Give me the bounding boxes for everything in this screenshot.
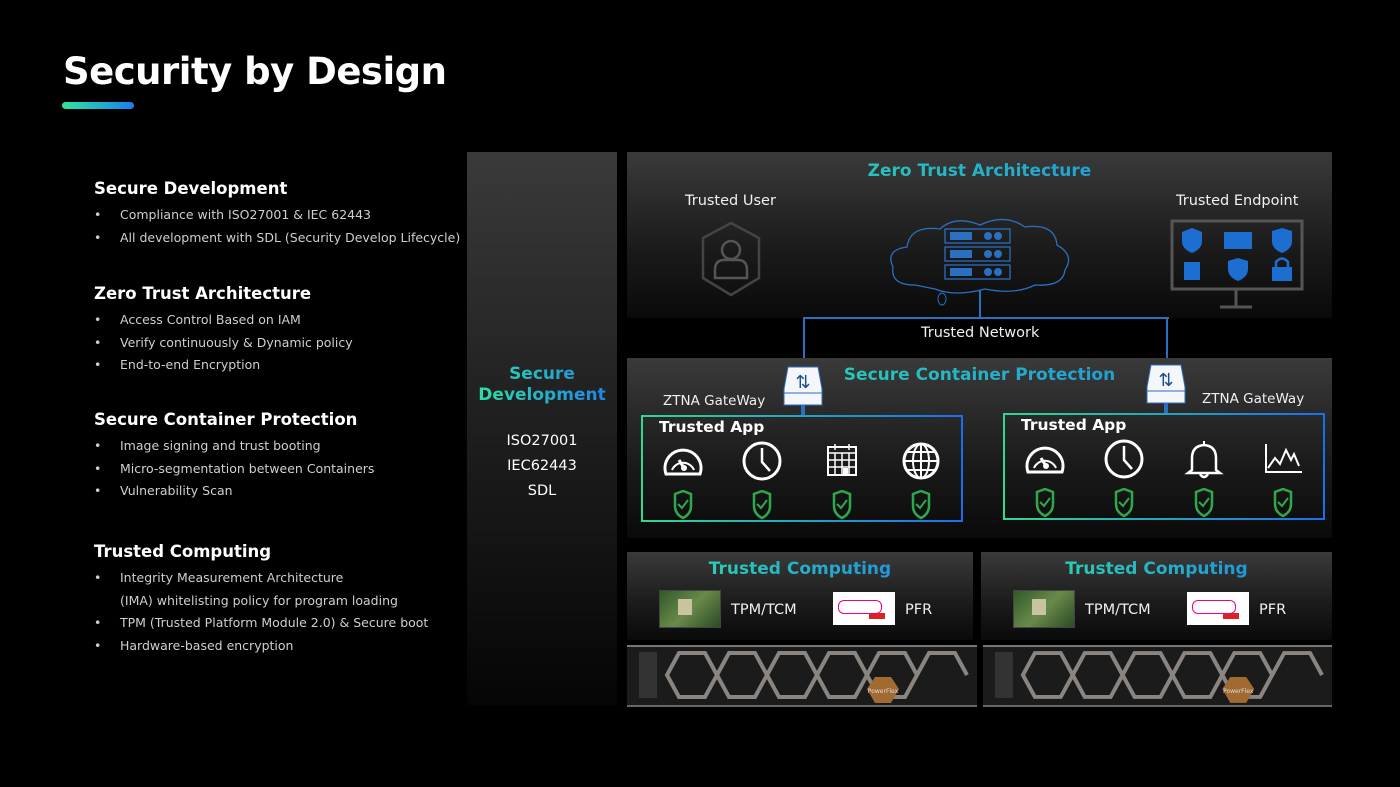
tpm-label: TPM/TCM <box>731 602 797 618</box>
trusted-app-box-left: Trusted App <box>641 415 963 522</box>
dev-item: SDL <box>527 483 557 499</box>
bell-icon <box>1184 441 1224 479</box>
pfr-label: PFR <box>1259 602 1287 618</box>
server-logo: PowerFlex <box>868 688 899 695</box>
gauge-icon <box>1025 446 1065 474</box>
trusted-app-box-right: Trusted App <box>1003 413 1325 520</box>
tc-title: Trusted Computing <box>981 559 1332 579</box>
calendar-icon <box>826 444 857 476</box>
pfr-label: PFR <box>905 602 933 618</box>
app-item <box>1103 438 1145 518</box>
gateway-icon: ⇅ <box>783 366 823 415</box>
section-trusted-computing: Trusted Computing Integrity Measurement … <box>94 542 428 657</box>
section-heading: Secure Development <box>94 179 288 198</box>
secure-development-column: Secure Development ISO27001 IEC62443 SDL <box>467 152 617 705</box>
section-heading: Trusted Computing <box>94 542 272 561</box>
bullet: End-to-end Encryption <box>94 354 353 377</box>
dev-item: IEC62443 <box>507 458 577 474</box>
dev-title-2: Development <box>478 385 606 405</box>
bullet: Hardware-based encryption <box>94 635 428 658</box>
gauge-icon <box>663 448 703 476</box>
ztna-gateway-label: ZTNA GateWay <box>1202 391 1305 407</box>
bullet: Compliance with ISO27001 & IEC 62443 <box>94 204 460 227</box>
trusted-computing-panel: Trusted Computing TPM/TCM PFR <box>627 552 973 640</box>
title-underline <box>62 102 134 109</box>
svg-text:⇅: ⇅ <box>795 372 810 393</box>
tpm-label: TPM/TCM <box>1085 602 1151 618</box>
server-logo: PowerFlex <box>1223 688 1254 695</box>
section-heading: Secure Container Protection <box>94 410 358 429</box>
network-line <box>803 317 1169 319</box>
network-line <box>803 317 805 367</box>
bullet: Vulnerability Scan <box>94 480 374 503</box>
dev-title-1: Secure <box>509 364 575 384</box>
shield-check-icon <box>1194 488 1213 518</box>
app-item <box>662 440 704 520</box>
app-item <box>1262 438 1304 518</box>
bullet: TPM (Trusted Platform Module 2.0) & Secu… <box>94 612 428 635</box>
app-item <box>1024 438 1066 518</box>
shield-check-icon <box>1035 488 1054 518</box>
bullet: Access Control Based on IAM <box>94 309 353 332</box>
shield-check-icon <box>912 490 931 520</box>
trusted-user-label: Trusted User <box>685 193 776 209</box>
app-item <box>821 440 863 520</box>
bullet-continuation: (IMA) whitelisting policy for program lo… <box>120 592 398 608</box>
section-container-protection: Secure Container Protection Image signin… <box>94 410 374 503</box>
zta-title: Zero Trust Architecture <box>627 161 1332 181</box>
trusted-network-label: Trusted Network <box>921 325 1040 341</box>
svg-text:⇅: ⇅ <box>1158 370 1173 391</box>
trusted-app-title: Trusted App <box>1021 416 1127 434</box>
pfr-diagram-image <box>1187 592 1249 625</box>
endpoint-monitor-icon <box>1170 219 1304 309</box>
globe-icon <box>902 442 940 480</box>
clock-icon <box>742 441 782 481</box>
bullet: Micro-segmentation between Containers <box>94 458 374 481</box>
app-item <box>1183 438 1225 518</box>
scp-title: Secure Container Protection <box>627 365 1332 385</box>
shield-check-icon <box>1115 488 1134 518</box>
cloud-server-icon <box>890 218 1070 306</box>
ztna-gateway-label: ZTNA GateWay <box>663 393 766 409</box>
server-image: PowerFlex <box>627 645 977 707</box>
section-secure-development: Secure Development Compliance with ISO27… <box>94 179 460 249</box>
app-item <box>900 440 942 520</box>
server-image: PowerFlex <box>983 645 1332 707</box>
user-shield-icon <box>701 221 761 297</box>
trusted-computing-panel: Trusted Computing TPM/TCM PFR <box>981 552 1332 640</box>
tpm-card-image <box>659 590 721 628</box>
bullet: All development with SDL (Security Devel… <box>94 227 460 250</box>
gateway-icon: ⇅ <box>1146 364 1186 413</box>
trusted-app-title: Trusted App <box>659 418 765 436</box>
section-heading: Zero Trust Architecture <box>94 284 312 303</box>
network-line <box>979 290 981 318</box>
section-zero-trust: Zero Trust Architecture Access Control B… <box>94 284 353 377</box>
bullet: Integrity Measurement Architecture <box>94 567 428 590</box>
clock-icon <box>1104 439 1144 479</box>
shield-check-icon <box>1274 488 1293 518</box>
bullet: Verify continuously & Dynamic policy <box>94 332 353 355</box>
shield-check-icon <box>832 490 851 520</box>
pfr-diagram-image <box>833 592 895 625</box>
chart-icon <box>1265 444 1303 473</box>
trusted-endpoint-label: Trusted Endpoint <box>1176 193 1299 209</box>
tpm-card-image <box>1013 590 1075 628</box>
page-title: Security by Design <box>63 50 447 93</box>
shield-check-icon <box>673 490 692 520</box>
dev-item: ISO27001 <box>506 433 578 449</box>
shield-check-icon <box>753 490 772 520</box>
bullet: Image signing and trust booting <box>94 435 374 458</box>
tc-title: Trusted Computing <box>627 559 973 579</box>
network-line <box>1166 317 1168 365</box>
app-item <box>741 440 783 520</box>
